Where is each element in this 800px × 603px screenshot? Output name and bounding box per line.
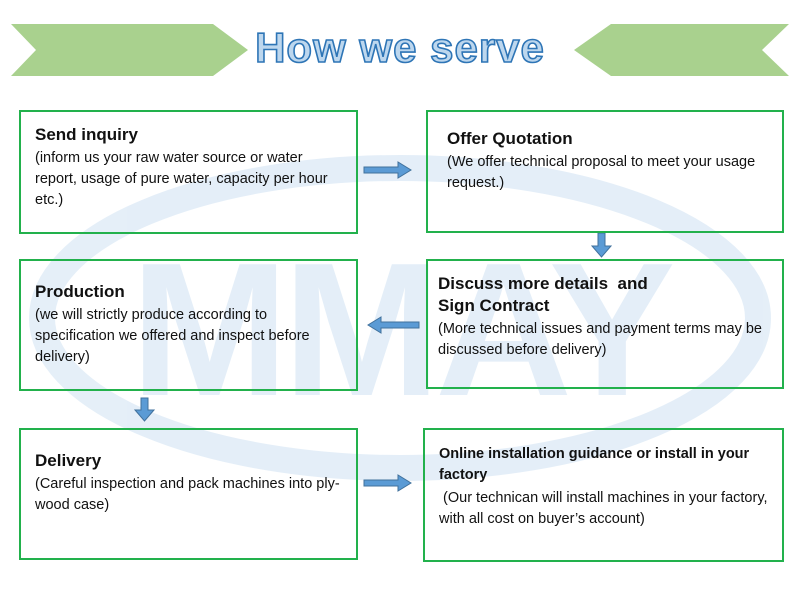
page-title: How we serve — [255, 24, 545, 71]
step-description: (Careful inspection and pack machines in… — [35, 476, 340, 513]
step-description: (inform us your raw water source or wate… — [35, 150, 328, 208]
step-title: Production — [35, 282, 125, 301]
step-title-line1: Discuss more details and — [438, 274, 648, 293]
step-production: Production (we will strictly produce acc… — [19, 259, 358, 391]
step-title-line2: Sign Contract — [438, 296, 550, 315]
step-title: Delivery — [35, 451, 102, 470]
arrow-right-1 — [363, 161, 412, 179]
step-delivery: Delivery (Careful inspection and pack ma… — [19, 428, 358, 560]
step-description: (Our technican will install machines in … — [439, 490, 772, 527]
arrow-down-2 — [133, 397, 156, 422]
step-title: Online installation guidance or install … — [439, 446, 750, 483]
step-send-inquiry: Send inquiry (inform us your raw water s… — [19, 110, 358, 234]
step-description: (More technical issues and payment terms… — [438, 321, 762, 358]
arrow-right-2 — [363, 474, 412, 492]
arrow-left-1 — [367, 316, 420, 334]
step-offer-quotation: Offer Quotation (We offer technical prop… — [426, 110, 784, 233]
step-title: Offer Quotation — [447, 129, 573, 148]
step-installation: Online installation guidance or install … — [423, 428, 784, 562]
step-description: (we will strictly produce according to s… — [35, 307, 310, 365]
arrow-down-1 — [590, 232, 613, 258]
banner-right — [574, 24, 789, 76]
step-title: Send inquiry — [35, 125, 138, 144]
step-description: (We offer technical proposal to meet you… — [447, 154, 756, 191]
banner-left — [11, 24, 248, 76]
step-discuss-sign-contract: Discuss more details and Sign Contract (… — [426, 259, 784, 389]
